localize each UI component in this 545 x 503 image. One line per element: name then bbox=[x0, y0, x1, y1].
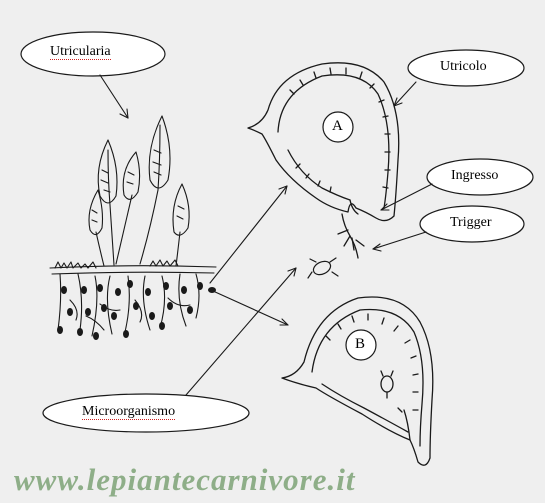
bladder-a bbox=[247, 62, 400, 259]
arrow-utricolo bbox=[393, 81, 417, 107]
roots bbox=[57, 273, 200, 337]
arrow-utricularia bbox=[99, 74, 129, 119]
label-ingresso: Ingresso bbox=[451, 168, 499, 183]
leaf-3 bbox=[122, 151, 141, 200]
bubble-ingresso bbox=[426, 158, 534, 196]
label-utricularia: Utricularia bbox=[50, 44, 111, 60]
bladder-b-inner-wall bbox=[311, 308, 424, 447]
marker-a-letter: A bbox=[332, 118, 343, 134]
arrow-root-to-b bbox=[212, 290, 289, 326]
bladder-b-trapdoor bbox=[397, 407, 411, 441]
root-bladders bbox=[57, 280, 216, 340]
microorganism-outside bbox=[307, 257, 339, 279]
pointer-arrows bbox=[99, 74, 433, 396]
bladder-a-inner-wall bbox=[277, 74, 390, 209]
bladder-a-trigger-hairs bbox=[337, 229, 365, 251]
marker-a-circle bbox=[322, 111, 354, 143]
bladder-a-trapdoor bbox=[341, 199, 359, 259]
bladder-b-outer-wall bbox=[281, 296, 434, 466]
arrow-ingresso bbox=[380, 183, 433, 211]
callout-bubbles bbox=[20, 31, 534, 433]
utricularia-plant bbox=[49, 115, 217, 337]
label-microorganismo: Microorganismo bbox=[82, 404, 176, 420]
bubble-utricularia bbox=[20, 31, 166, 77]
arrow-trigger bbox=[372, 231, 427, 250]
captured-prey bbox=[380, 375, 394, 393]
arrow-micro-to-a bbox=[185, 267, 297, 396]
bubble-utricolo bbox=[407, 49, 525, 87]
label-utricolo: Utricolo bbox=[440, 59, 487, 74]
bubble-microorganismo bbox=[42, 393, 250, 433]
arrow-root-to-a bbox=[209, 185, 288, 284]
marker-b-letter: B bbox=[355, 336, 366, 352]
marker-b-circle bbox=[345, 329, 377, 361]
label-trigger: Trigger bbox=[450, 215, 492, 230]
site-watermark: www.lepiantecarnivore.it bbox=[14, 462, 356, 497]
bubble-trigger bbox=[419, 205, 525, 243]
ground-line bbox=[49, 265, 217, 275]
leaf-1 bbox=[97, 139, 118, 204]
bladder-b bbox=[281, 296, 434, 466]
bladder-a-outer-wall bbox=[247, 62, 400, 222]
leaf-5 bbox=[172, 183, 190, 236]
